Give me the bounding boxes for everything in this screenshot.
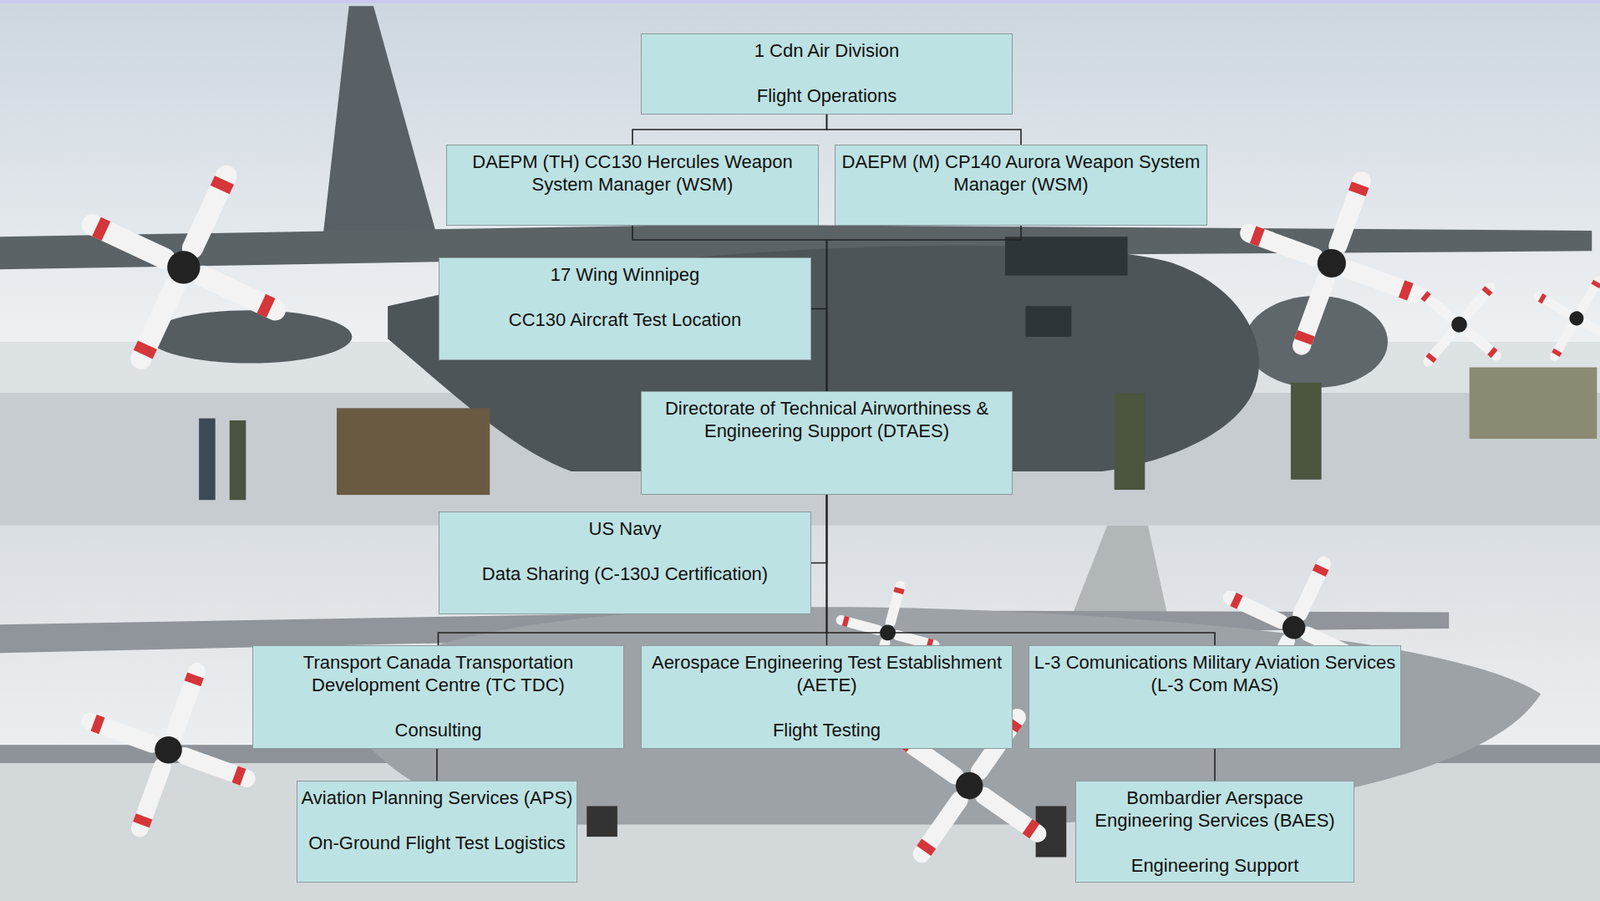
fuel-pod [147, 309, 352, 363]
org-box: DAEPM (M) CP140 Aurora Weapon System Man… [834, 144, 1208, 226]
org-box: 1 Cdn Air DivisionFlight Operations [640, 33, 1013, 115]
box-text: Aerospace Engineering Test Establishment… [645, 650, 1009, 696]
connector-line [436, 748, 438, 781]
box-text: Consulting [256, 718, 620, 742]
box-text: CC130 Aircraft Test Location [442, 308, 808, 331]
org-box: Aerospace Engineering Test Establishment… [640, 645, 1013, 749]
box-text: Flight Testing [645, 718, 1009, 742]
org-box: Transport Canada Transportation Developm… [252, 645, 625, 749]
ground-vehicle [336, 407, 490, 495]
org-box: L-3 Comunications Military Aviation Serv… [1028, 645, 1402, 749]
ground-crew [229, 420, 247, 500]
connector-line [1213, 748, 1216, 781]
landing-gear [586, 805, 618, 837]
box-text: On-Ground Flight Test Logistics [300, 831, 574, 854]
propeller [35, 119, 333, 416]
connector-line [811, 494, 828, 564]
connector-line [811, 309, 828, 392]
door [1025, 305, 1072, 337]
org-box: DAEPM (TH) CC130 Hercules Weapon System … [446, 144, 819, 226]
connector-line [438, 494, 828, 646]
box-text: L-3 Comunications Military Aviation Serv… [1032, 650, 1397, 696]
tail-fin [321, 5, 442, 250]
org-box: Directorate of Technical Airworthiness &… [640, 391, 1013, 495]
box-text: Flight Operations [645, 84, 1009, 107]
top-strip [0, 0, 1600, 4]
box-text: DAEPM (M) CP140 Aurora Weapon System Man… [838, 150, 1204, 196]
connector-line [827, 225, 1022, 392]
propeller [1384, 248, 1535, 400]
ground-cart [1469, 367, 1598, 439]
propeller [50, 631, 287, 868]
box-text: 1 Cdn Air Division [645, 39, 1009, 62]
box-text: US Navy [442, 517, 808, 540]
connector-line [827, 494, 1216, 646]
box-text: Engineering Support [1079, 853, 1351, 877]
cockpit-windows [1005, 236, 1128, 275]
org-box: US NavyData Sharing (C-130J Certificatio… [438, 511, 812, 615]
org-box: Bombardier Aerspace Engineering Services… [1075, 780, 1355, 883]
propeller [1510, 252, 1600, 385]
box-text: Data Sharing (C-130J Certification) [442, 562, 808, 585]
ground-crew [1290, 382, 1322, 480]
org-box: 17 Wing WinnipegCC130 Aircraft Test Loca… [438, 257, 812, 361]
connector-line [827, 114, 1022, 145]
box-text: Transport Canada Transportation Developm… [256, 650, 620, 696]
connector-line [632, 114, 828, 145]
box-text: Bombardier Aerspace Engineering Services… [1079, 786, 1351, 832]
ground-crew [198, 418, 216, 501]
org-box: Aviation Planning Services (APS) On-Groun… [296, 780, 578, 883]
propeller [1207, 138, 1456, 387]
box-text: 17 Wing Winnipeg [442, 263, 808, 286]
box-text: DAEPM (TH) CC130 Hercules Weapon System … [450, 150, 815, 196]
box-text: Directorate of Technical Airworthiness &… [645, 396, 1009, 442]
box-text: Aviation Planning Services (APS) [300, 786, 574, 809]
ground-crew [1114, 392, 1146, 490]
